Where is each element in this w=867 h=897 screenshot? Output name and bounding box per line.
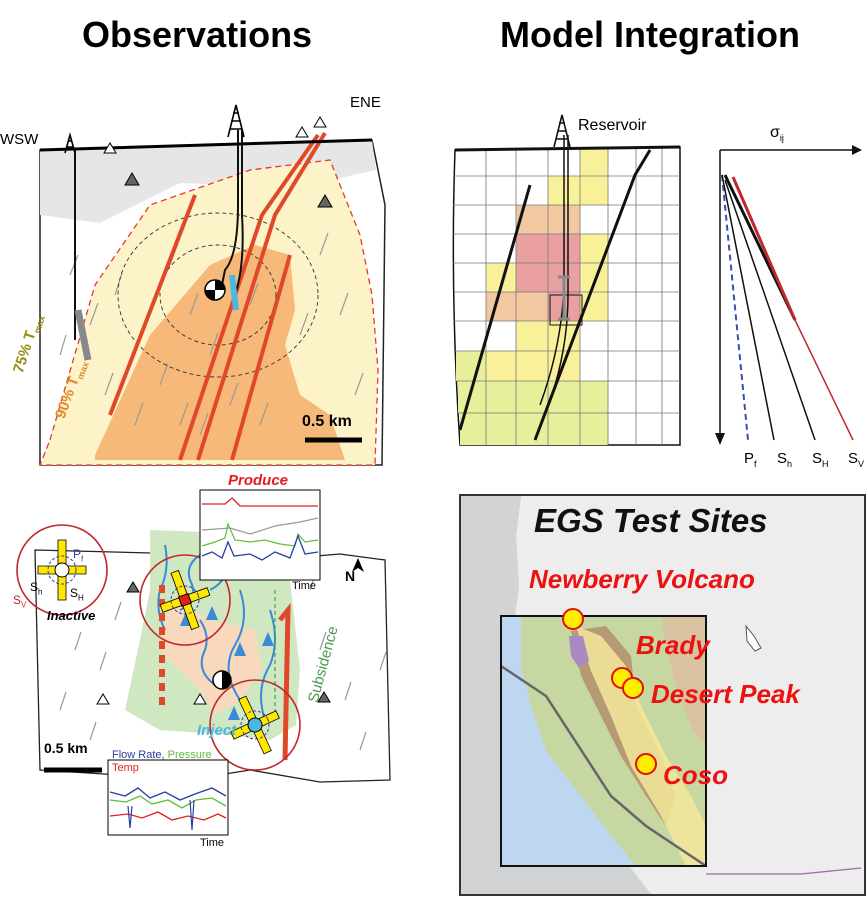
production-zone bbox=[160, 600, 262, 715]
inactive-label: Inactive bbox=[47, 608, 96, 623]
stress-cross-inactive bbox=[37, 539, 87, 601]
map-scale-label: 0.5 km bbox=[44, 740, 88, 756]
inject-circle bbox=[209, 679, 301, 771]
map-view-diagram bbox=[16, 489, 391, 836]
site-label-newberry: Newberry Volcano bbox=[529, 564, 755, 594]
inset-legend: Flow Rate, Pressure bbox=[112, 749, 212, 761]
reservoir-label: Reservoir bbox=[578, 117, 647, 134]
marker-newberry bbox=[562, 608, 584, 630]
profile-label-pf: Pf bbox=[744, 450, 757, 469]
model-integration-heading: Model Integration bbox=[500, 14, 800, 55]
inactive-circle bbox=[16, 524, 108, 616]
fault-trace bbox=[278, 602, 291, 761]
focal-mechanism-icon bbox=[204, 279, 226, 301]
fault-lines bbox=[108, 131, 327, 461]
bottom-inset-time-label: Time bbox=[200, 837, 225, 849]
site-label-coso: Coso bbox=[663, 760, 728, 790]
north-label: N bbox=[345, 568, 356, 584]
inject-inset-chart bbox=[107, 759, 229, 836]
observations-heading: Observations bbox=[82, 14, 313, 55]
north-arrow-icon bbox=[352, 558, 364, 572]
profile-label-sh: Sh bbox=[777, 450, 793, 469]
map-focal-mechanism-icon bbox=[212, 670, 232, 690]
sh-symbol: Sh bbox=[30, 580, 43, 597]
sigma-label: σij bbox=[770, 124, 784, 144]
marker-desert-peak bbox=[622, 677, 644, 699]
marker-coso bbox=[635, 753, 657, 775]
well-screen bbox=[74, 309, 92, 361]
derrick-icons bbox=[64, 104, 245, 154]
cross-section-diagram bbox=[39, 104, 386, 466]
site-label-brady: Brady bbox=[636, 630, 710, 660]
inject-label: Inject bbox=[197, 722, 237, 739]
egs-map-panel: EGS Test Sites Newberry Volcano Brady De… bbox=[459, 494, 866, 896]
map-seismometer-icons bbox=[96, 581, 331, 705]
produce-label: Produce bbox=[228, 472, 289, 489]
produce-circle bbox=[139, 554, 231, 646]
sv-symbol: SV bbox=[13, 593, 27, 610]
profile-label-sv: SV bbox=[848, 450, 865, 469]
zone-90-tmax bbox=[95, 245, 345, 460]
overburden-layer bbox=[40, 140, 376, 223]
flow-arrows bbox=[180, 606, 274, 720]
stress-profile-plot bbox=[715, 145, 862, 445]
ene-label: ENE bbox=[350, 94, 381, 111]
cross-section-scale-label: 0.5 km bbox=[302, 413, 352, 430]
stress-cross-produce bbox=[159, 569, 211, 631]
pf-symbol: Pf bbox=[73, 547, 84, 564]
inset-temp-label: Temp bbox=[112, 762, 139, 774]
site-label-desert-peak: Desert Peak bbox=[651, 679, 800, 709]
injection-interval bbox=[229, 274, 239, 311]
top-inset-time-label: Time bbox=[292, 580, 317, 592]
profile-label-sH: SH bbox=[812, 450, 829, 469]
model-grid-diagram bbox=[452, 114, 862, 446]
produce-inset-chart bbox=[199, 489, 321, 581]
egs-title: EGS Test Sites bbox=[534, 502, 768, 539]
site-markers bbox=[562, 608, 657, 775]
sH-symbol: SH bbox=[70, 586, 84, 603]
seismometer-icons bbox=[103, 116, 333, 208]
stress-cross-inject bbox=[230, 695, 280, 755]
model-derrick-icon bbox=[553, 114, 571, 148]
wsw-label: WSW bbox=[0, 131, 39, 148]
